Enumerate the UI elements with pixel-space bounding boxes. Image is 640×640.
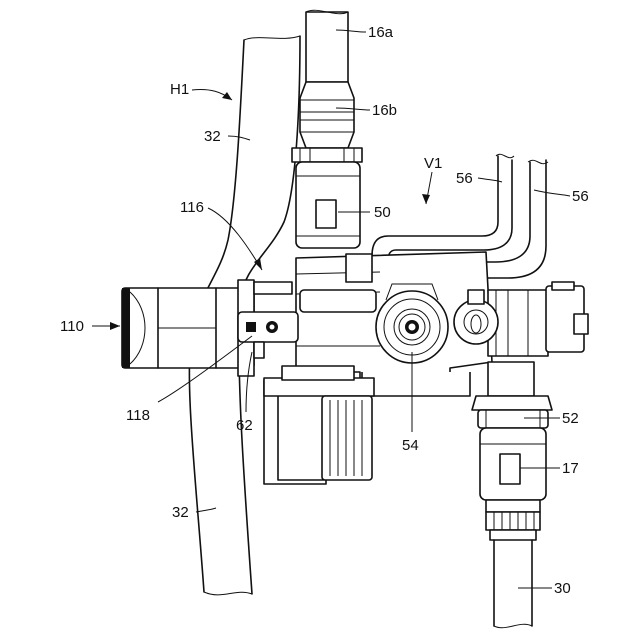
label-56-right: 56 [572, 188, 589, 205]
label-116: 116 [180, 199, 204, 216]
joint-50 [292, 148, 362, 248]
coupling-16b [300, 82, 354, 148]
actuator-block [264, 366, 374, 484]
pipe-16a [306, 10, 348, 82]
label-17: 17 [562, 460, 579, 477]
label-H1: H1 [170, 81, 189, 98]
label-16b: 16b [372, 102, 397, 119]
pipe-30 [490, 530, 536, 628]
label-110: 110 [60, 318, 84, 335]
label-52: 52 [562, 410, 579, 427]
label-32-top: 32 [204, 128, 221, 145]
label-62: 62 [236, 417, 253, 434]
label-32-bottom: 32 [172, 504, 189, 521]
label-56-left: 56 [456, 170, 473, 187]
label-V1: V1 [424, 155, 442, 172]
label-30: 30 [554, 580, 571, 597]
side-bracket [488, 282, 588, 356]
joint-17 [480, 428, 546, 530]
label-16a: 16a [368, 24, 394, 41]
label-54: 54 [402, 437, 419, 454]
label-118: 118 [126, 407, 150, 424]
label-50: 50 [374, 204, 391, 221]
